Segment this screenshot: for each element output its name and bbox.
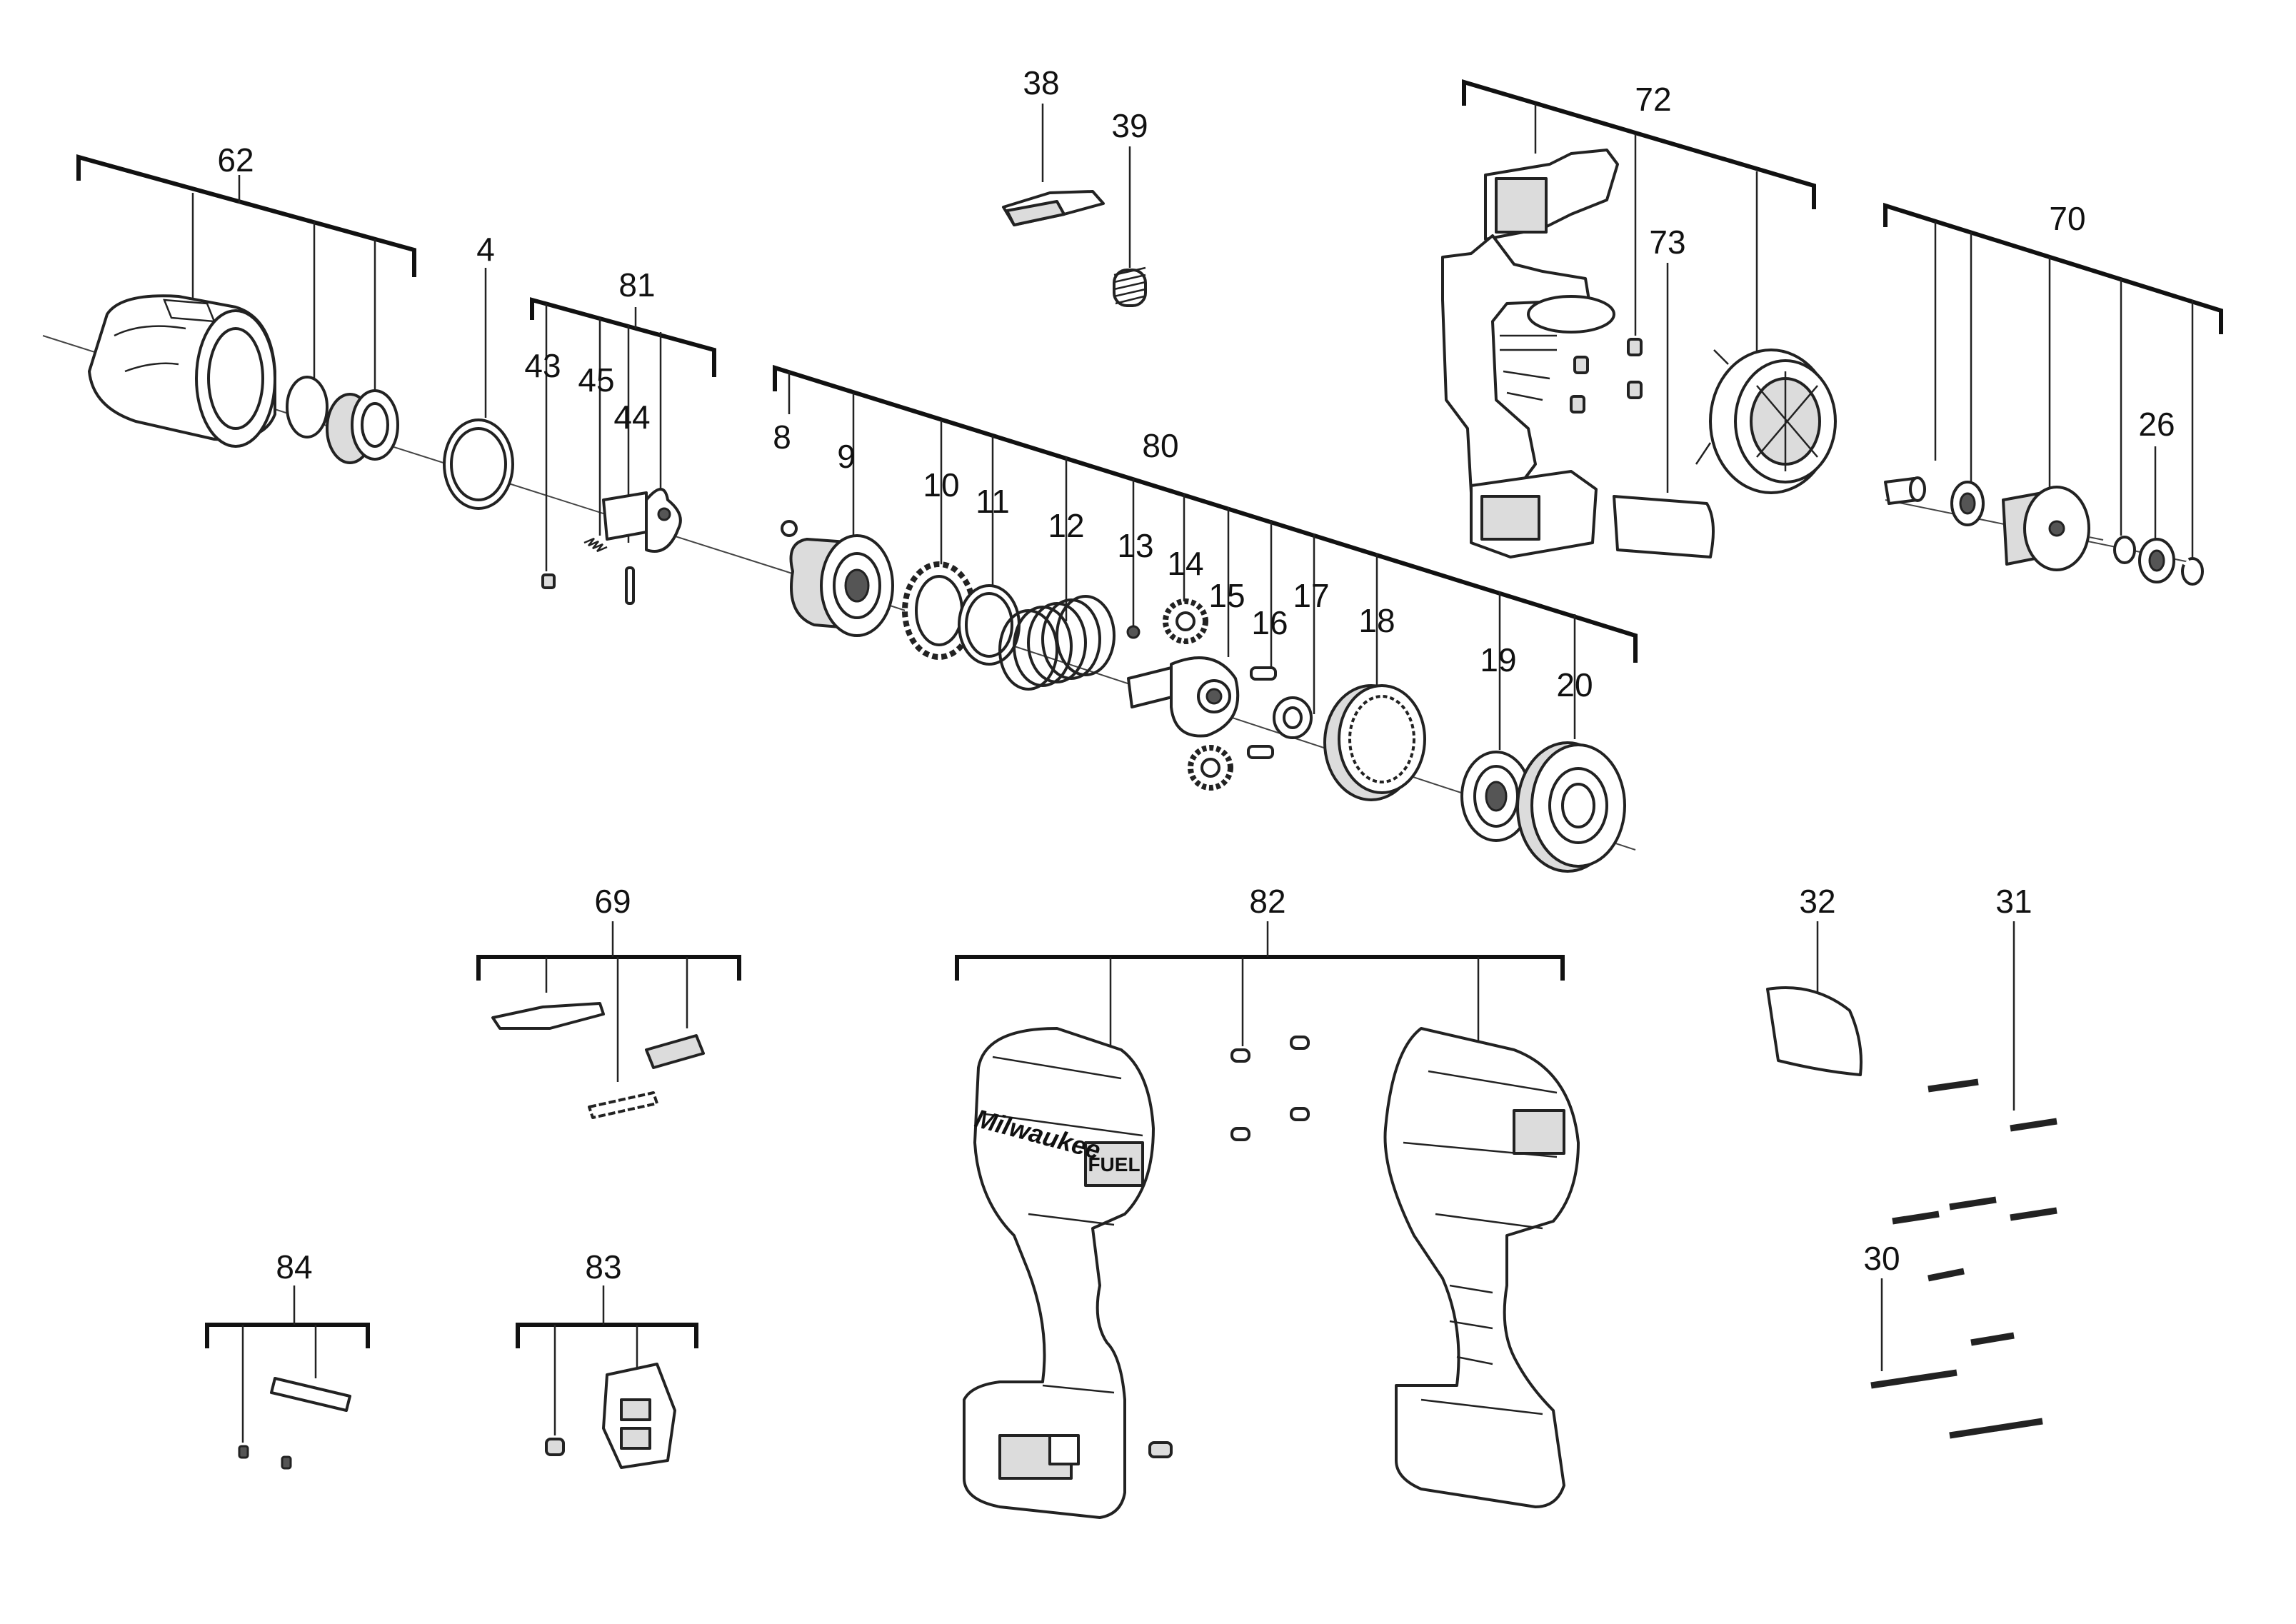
button-cap-part bbox=[491, 1002, 605, 1030]
spindle-15-part bbox=[1127, 666, 1176, 708]
label-16: 16 bbox=[1251, 604, 1288, 641]
label-19: 19 bbox=[1480, 641, 1516, 678]
label-26: 26 bbox=[2138, 406, 2175, 443]
label-84: 84 bbox=[276, 1248, 312, 1285]
label-14: 14 bbox=[1167, 545, 1203, 582]
label-73: 73 bbox=[1649, 224, 1685, 261]
label-69: 69 bbox=[594, 883, 631, 920]
clip-part bbox=[2181, 557, 2204, 586]
part-39-spring: 39 bbox=[1111, 107, 1148, 307]
label-43: 43 bbox=[524, 347, 561, 384]
label-8: 8 bbox=[773, 418, 791, 456]
ball-8-part bbox=[781, 520, 798, 537]
label-72: 72 bbox=[1635, 81, 1671, 118]
part-4-washer: 4 bbox=[443, 231, 514, 510]
label-10: 10 bbox=[923, 466, 959, 503]
thermal-pad-73-part bbox=[1613, 495, 1715, 558]
label-31: 31 bbox=[1995, 883, 2032, 920]
screw-part bbox=[1870, 1078, 2057, 1439]
label-4: 4 bbox=[476, 231, 495, 268]
label-12: 12 bbox=[1048, 507, 1084, 544]
label-38: 38 bbox=[1023, 64, 1059, 101]
label-44: 44 bbox=[613, 399, 650, 436]
group-83-belt-clip-assembly: 83 bbox=[516, 1248, 698, 1469]
group-70-rotor-assembly: 70 26 bbox=[1883, 200, 2223, 586]
anvil-part bbox=[602, 491, 648, 541]
screw-part bbox=[238, 1445, 249, 1459]
label-30: 30 bbox=[1863, 1240, 1900, 1277]
spacer-part bbox=[2113, 536, 2136, 564]
dowel-pins-part bbox=[1230, 1036, 1310, 1141]
pin-44-part bbox=[625, 566, 635, 605]
part-38-switch-button: 38 bbox=[1002, 64, 1105, 226]
screw-part bbox=[545, 1438, 565, 1456]
retaining-ring-part bbox=[286, 376, 329, 438]
group-81-anvil-assembly: 81 43 45 44 bbox=[524, 266, 716, 605]
housing-badge-text: FUEL bbox=[1088, 1153, 1140, 1176]
label-17: 17 bbox=[1293, 577, 1329, 614]
label-20: 20 bbox=[1556, 666, 1593, 703]
label-82: 82 bbox=[1249, 883, 1285, 920]
label-62: 62 bbox=[217, 141, 254, 179]
label-83: 83 bbox=[585, 1248, 621, 1285]
spring-12-part bbox=[998, 595, 1116, 691]
stator-part bbox=[1695, 349, 1837, 494]
housing-right-half-part bbox=[1383, 1027, 1580, 1508]
group-62-nose-assembly: 62 bbox=[76, 141, 416, 464]
label-80: 80 bbox=[1142, 427, 1178, 464]
part-32-nameplate: 32 bbox=[1766, 883, 1863, 1076]
pin-16-part bbox=[1250, 666, 1277, 681]
label-39: 39 bbox=[1111, 107, 1148, 144]
screw-part bbox=[1573, 356, 1589, 374]
label-45: 45 bbox=[578, 361, 614, 399]
label-81: 81 bbox=[618, 266, 655, 304]
ball-13-part bbox=[1126, 625, 1141, 639]
label-13: 13 bbox=[1117, 527, 1153, 564]
label-18: 18 bbox=[1358, 602, 1395, 639]
wiring-harness-part bbox=[1441, 234, 1590, 494]
group-80-gearbox-assembly: 80 8 9 10 11 12 13 14 15 16 17 18 19 20 bbox=[773, 364, 1638, 873]
clip-plate-part bbox=[270, 1377, 351, 1412]
group-69-led-assembly: 69 bbox=[476, 883, 741, 1119]
parts-30-31-screws: 31 30 bbox=[1863, 883, 2057, 1439]
screw-43-part bbox=[541, 573, 556, 589]
label-11: 11 bbox=[976, 483, 1010, 520]
housing-left-half-part: Milwaukee FUEL bbox=[963, 1027, 1173, 1519]
group-82-housing-assembly: 82 Milwaukee FUEL bbox=[955, 883, 1580, 1519]
label-70: 70 bbox=[2049, 200, 2085, 237]
group-72-electronics-assembly: 72 73 bbox=[1441, 79, 1837, 558]
spring-45-part bbox=[583, 537, 608, 553]
label-32: 32 bbox=[1799, 883, 1835, 920]
label-15: 15 bbox=[1208, 577, 1245, 614]
group-84-plate-assembly: 84 bbox=[205, 1248, 370, 1470]
label-9: 9 bbox=[837, 438, 856, 475]
